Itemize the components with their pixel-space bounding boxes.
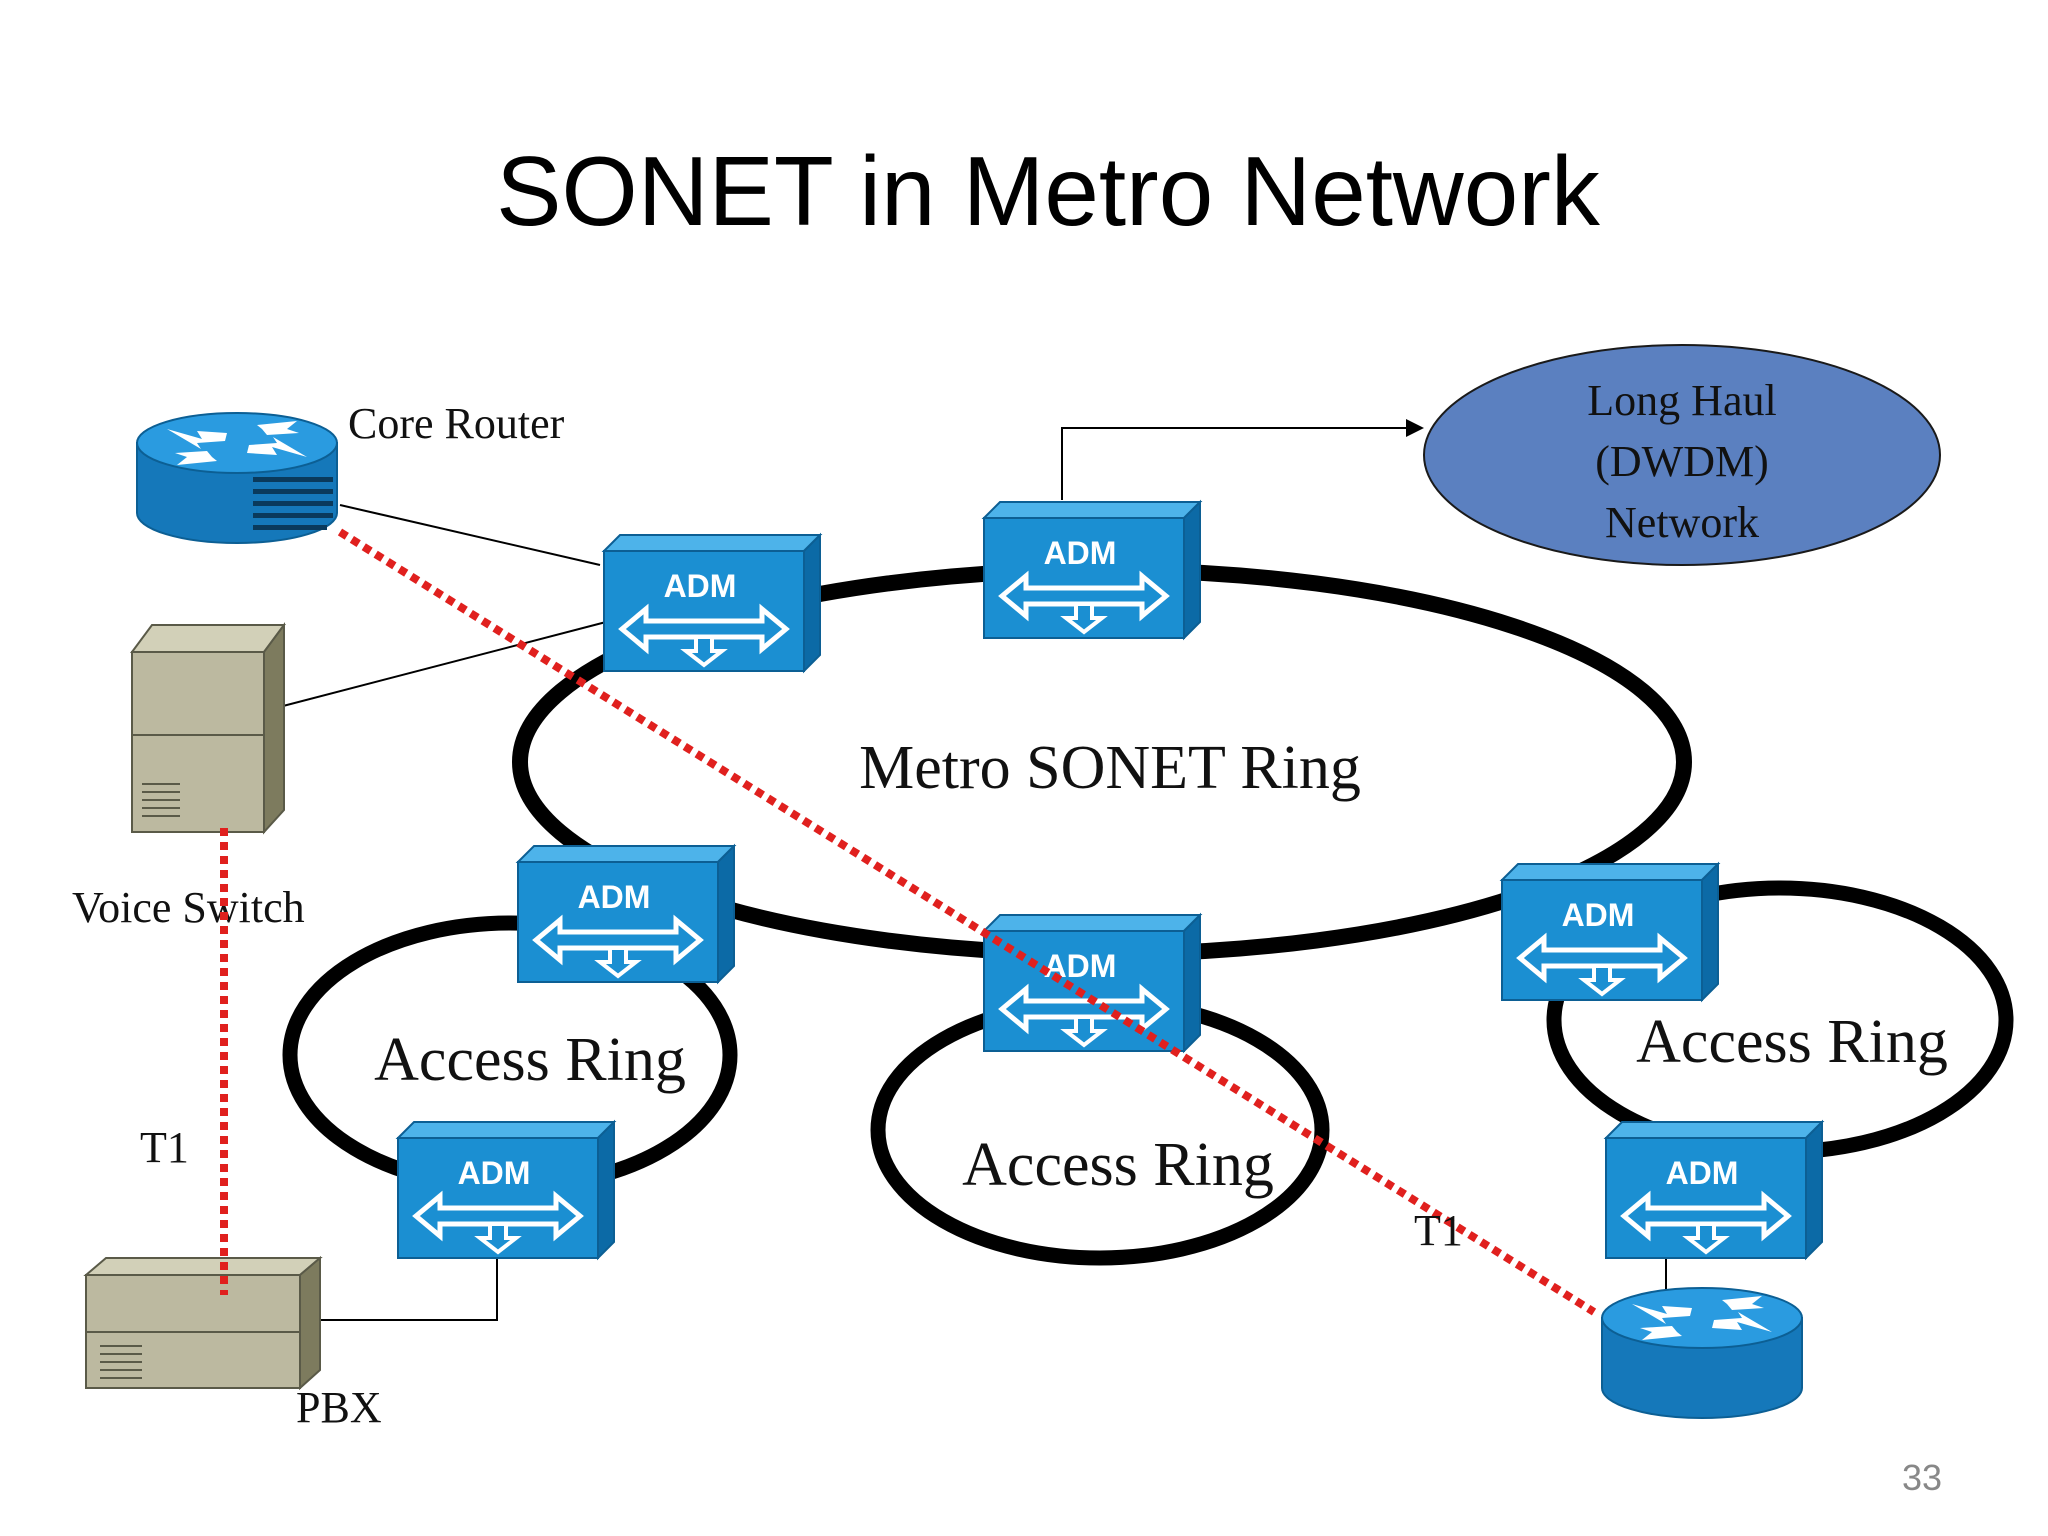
long-haul-label-line1: Long Haul xyxy=(1587,376,1776,425)
pbx-icon xyxy=(83,1255,323,1391)
t1-left-label: T1 xyxy=(140,1123,189,1172)
pbx-to-adm-link xyxy=(310,1252,498,1321)
core-router-icon xyxy=(136,412,338,544)
access-ring-center-label: Access Ring xyxy=(962,1131,1274,1199)
svg-text:ADM: ADM xyxy=(1562,897,1635,933)
long-haul-connector xyxy=(1061,427,1408,500)
svg-text:ADM: ADM xyxy=(578,879,651,915)
adm-node-bottom-left: ADM xyxy=(398,1122,614,1258)
adm-node-center: ADM xyxy=(984,915,1200,1051)
long-haul-label-line3: Network xyxy=(1605,498,1759,547)
adm-node-right: ADM xyxy=(1502,864,1718,1000)
access-ring-right-label: Access Ring xyxy=(1636,1008,1948,1076)
adm-node-bottom-right: ADM xyxy=(1606,1122,1822,1258)
core-router-label: Core Router xyxy=(348,399,565,448)
long-haul-network xyxy=(1423,344,1941,566)
adm-node-top-left: ADM xyxy=(604,535,820,671)
router-to-adm-link xyxy=(339,504,601,566)
customer-router-icon xyxy=(1601,1287,1803,1419)
t1-right-label: T1 xyxy=(1414,1206,1463,1255)
adm-node-top-center: ADM xyxy=(984,502,1200,638)
voice-switch-to-adm-link xyxy=(259,621,607,713)
svg-text:ADM: ADM xyxy=(458,1155,531,1191)
metro-ring-label: Metro SONET Ring xyxy=(859,734,1361,802)
page-number: 33 xyxy=(1902,1457,1942,1498)
long-haul-arrowhead xyxy=(1406,419,1424,437)
svg-text:ADM: ADM xyxy=(1666,1155,1739,1191)
voice-switch-icon xyxy=(130,621,286,835)
voice-switch-label: Voice Switch xyxy=(72,883,305,932)
pbx-label: PBX xyxy=(296,1383,382,1432)
adm-node-left: ADM xyxy=(518,846,734,982)
svg-text:ADM: ADM xyxy=(664,568,737,604)
long-haul-label-line2: (DWDM) xyxy=(1595,437,1769,486)
slide-title: SONET in Metro Network xyxy=(496,136,1601,246)
svg-text:ADM: ADM xyxy=(1044,535,1117,571)
access-ring-left-label: Access Ring xyxy=(374,1026,686,1094)
